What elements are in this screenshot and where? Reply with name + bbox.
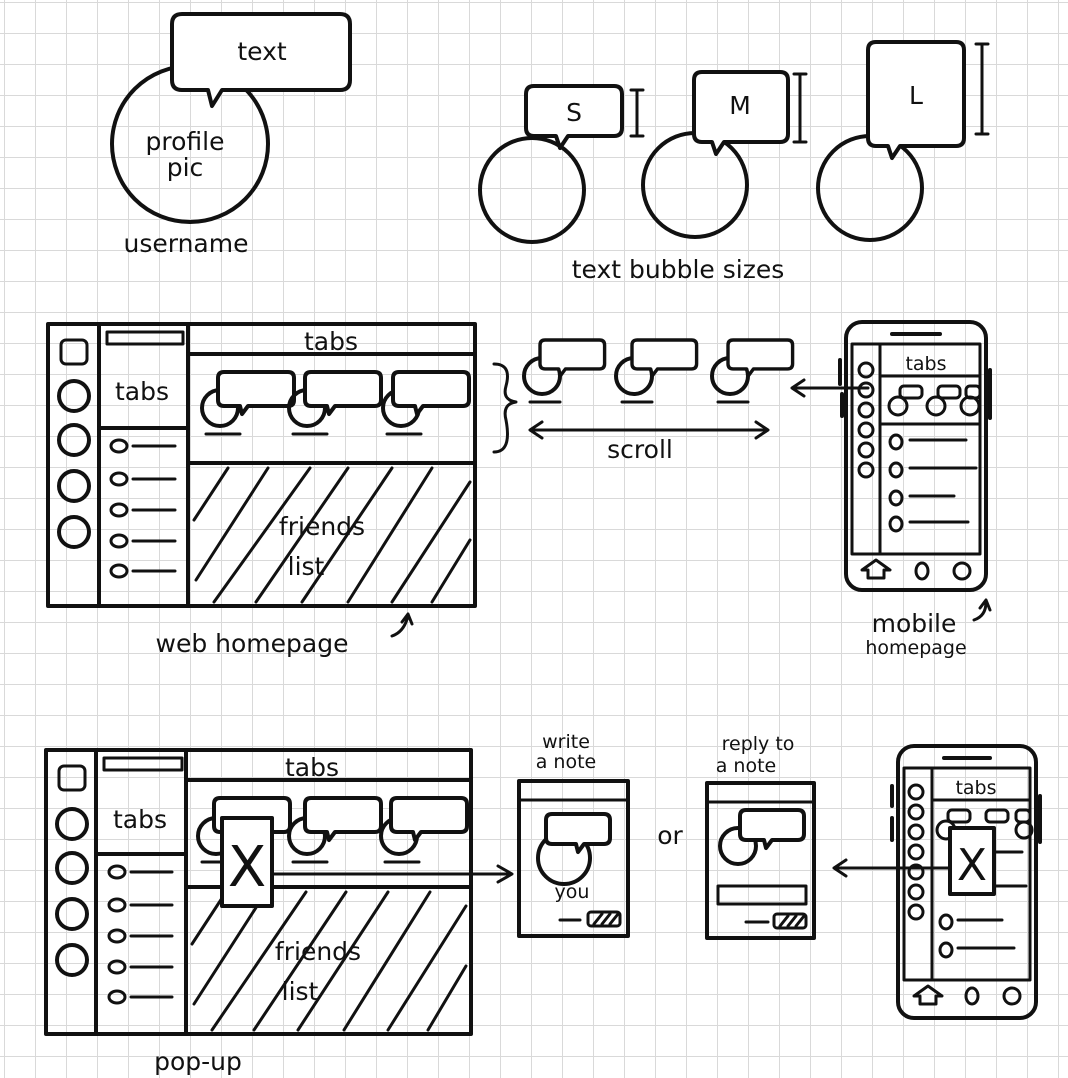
mobile-popup-home-icon[interactable] bbox=[912, 984, 944, 1006]
mobile-popup-window[interactable] bbox=[948, 826, 996, 896]
popup-side-icons bbox=[55, 807, 89, 977]
bubble-size-medium-label: M bbox=[729, 91, 751, 120]
scroll-story-strip: scroll bbox=[492, 338, 870, 464]
reply-note-title-line1: reply to bbox=[722, 733, 795, 755]
mobile-popup-bell-icon[interactable] bbox=[964, 986, 980, 1006]
bubble-text-label: text bbox=[237, 37, 287, 66]
mobile-popup-mock: tabs X bbox=[890, 744, 1042, 1020]
web-friend-list-items bbox=[109, 438, 177, 579]
bell-icon[interactable] bbox=[914, 561, 930, 581]
bubble-size-large: L bbox=[816, 40, 990, 242]
mobile-screen bbox=[850, 342, 982, 556]
mobile-friend-list-items bbox=[888, 433, 978, 533]
popup-web-frame bbox=[44, 748, 473, 1036]
web-side-icons bbox=[57, 379, 91, 549]
web-top-tabs-label: tabs bbox=[304, 327, 358, 356]
or-label: or bbox=[657, 821, 683, 850]
reply-note-frame bbox=[705, 781, 816, 940]
popup-top-tabs-label: tabs bbox=[285, 753, 339, 782]
write-note-title-line2: a note bbox=[536, 751, 597, 773]
web-friends-list-label-line1: friends bbox=[279, 512, 365, 541]
profile-mock: text profile pic username bbox=[110, 12, 352, 258]
popup-logo-square bbox=[57, 764, 87, 792]
mobile-popup-side-icons bbox=[907, 783, 925, 921]
reply-note-input[interactable] bbox=[716, 884, 808, 906]
popup-friends-list-label-line1: friends bbox=[275, 937, 361, 966]
write-note-title-line1: write bbox=[542, 731, 590, 753]
write-note-mock: write a note you bbox=[517, 731, 630, 938]
scroll-label: scroll bbox=[607, 435, 673, 464]
username-label: username bbox=[124, 229, 249, 258]
popup-to-write-arrow-icon bbox=[272, 864, 514, 884]
web-homepage-caption: web homepage bbox=[156, 629, 349, 658]
popup-window[interactable] bbox=[220, 816, 274, 908]
reply-note-mock: reply to a note bbox=[705, 733, 816, 940]
mobile-popup-friend-list-items bbox=[938, 850, 1028, 959]
profile-pic-label-line1: profile bbox=[146, 127, 225, 156]
scroll-arrow-icon bbox=[528, 420, 770, 440]
mobile-popup-tabs-label: tabs bbox=[955, 777, 996, 799]
mobile-homepage-caption-line2: homepage bbox=[865, 637, 966, 659]
profile-icon[interactable] bbox=[952, 561, 972, 581]
web-friends-list-hatch bbox=[192, 466, 472, 604]
mobile-side-icons bbox=[857, 361, 875, 479]
popup-side-tabs-label: tabs bbox=[113, 805, 167, 834]
profile-pic-label-line2: pic bbox=[167, 153, 204, 182]
popup-friend-list-items bbox=[107, 864, 174, 1005]
mobile-popup-story-row bbox=[935, 808, 1034, 841]
popup-friends-list-label-line2: list bbox=[282, 977, 319, 1006]
popup-friends-list-hatch bbox=[190, 890, 468, 1032]
write-note-frame bbox=[517, 779, 630, 938]
reply-note-title-line2: a note bbox=[716, 755, 777, 777]
bubble-size-small: S bbox=[478, 84, 645, 244]
mobile-caption-arrow-icon bbox=[972, 598, 992, 622]
popup-web-mock: tabs tabs friends list X pop bbox=[44, 748, 514, 1076]
mobile-popup-close-mark[interactable]: X bbox=[957, 840, 987, 891]
mobile-popup-screen bbox=[902, 766, 1032, 982]
caption-arrow-icon bbox=[390, 612, 414, 638]
write-note-send-button[interactable] bbox=[586, 910, 622, 928]
home-icon[interactable] bbox=[860, 558, 892, 580]
popup-search-bar[interactable] bbox=[102, 756, 184, 772]
mobile-homepage-mock: tabs mobile homepage bbox=[838, 320, 992, 659]
web-side-tabs-label: tabs bbox=[115, 377, 169, 406]
web-homepage-mock: tabs tabs friends list web homepage bbox=[46, 322, 477, 658]
bubble-sizes: S M L text bubble sizes bbox=[478, 40, 990, 284]
mobile-popup-frame bbox=[896, 744, 1038, 1020]
mobile-story-row bbox=[887, 384, 982, 417]
bubble-size-small-label: S bbox=[566, 98, 582, 127]
web-story-row bbox=[200, 370, 471, 436]
web-friends-list-label-line2: list bbox=[288, 552, 325, 581]
reply-note-bubble bbox=[738, 808, 806, 850]
curly-brace bbox=[492, 362, 518, 454]
bubble-size-large-label: L bbox=[909, 81, 923, 110]
mobile-tabs-label: tabs bbox=[905, 353, 946, 375]
write-note-bubble[interactable] bbox=[544, 812, 612, 854]
reply-note-send-button[interactable] bbox=[772, 912, 808, 930]
mobile-homepage-caption-line1: mobile bbox=[872, 609, 957, 638]
popup-caption: pop-up bbox=[154, 1047, 242, 1076]
mobile-to-strip-arrow-icon bbox=[790, 378, 870, 398]
bubble-sizes-caption: text bubble sizes bbox=[572, 255, 785, 284]
write-note-you-label: you bbox=[555, 881, 590, 903]
web-search-bar[interactable] bbox=[105, 330, 185, 346]
web-logo-square bbox=[59, 338, 89, 366]
bubble-size-medium: M bbox=[641, 70, 808, 239]
popup-close-mark[interactable]: X bbox=[228, 835, 266, 900]
mobile-popup-profile-icon[interactable] bbox=[1002, 986, 1022, 1006]
mobile-frame bbox=[844, 320, 988, 592]
